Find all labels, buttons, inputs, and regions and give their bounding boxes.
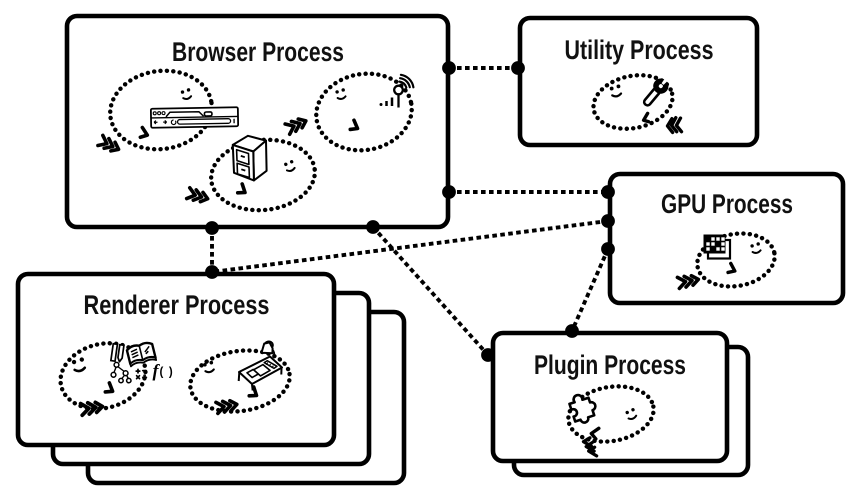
svg-text:f: f bbox=[153, 361, 161, 381]
svg-text:Utility Process: Utility Process bbox=[565, 35, 714, 65]
svg-text:Renderer Process: Renderer Process bbox=[84, 290, 270, 320]
svg-text:Plugin Process: Plugin Process bbox=[534, 350, 686, 380]
svg-text:( ): ( ) bbox=[160, 367, 174, 379]
svg-text:Browser Process: Browser Process bbox=[172, 37, 344, 67]
svg-text:GPU Process: GPU Process bbox=[661, 189, 793, 219]
